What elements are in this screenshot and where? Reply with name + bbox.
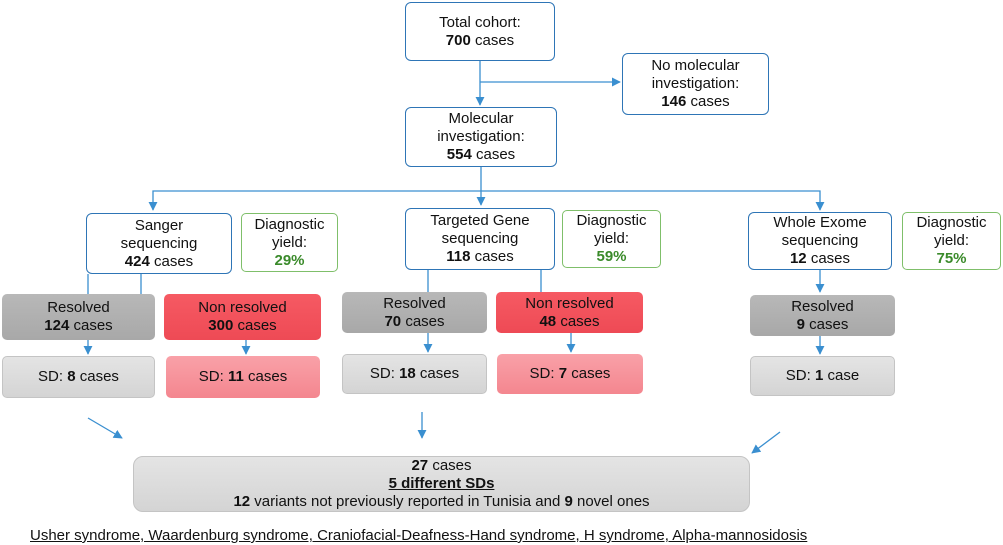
edge-left-to-summary [87,417,123,439]
summary-count: 27 [411,457,429,474]
targeted-resolved-unit: cases [401,312,445,330]
targeted-nonresolved-label: Non resolved [525,294,614,312]
targeted-sd-nonresolved-unit: cases [567,365,611,382]
sanger-unit: cases [149,252,194,270]
exome-label-1: Whole Exome [773,214,867,231]
molecular-unit: cases [471,146,516,163]
sanger-nonresolved-node: Non resolved 300 cases [164,294,321,340]
exome-yield-label-1: Diagnostic [916,214,987,231]
exome-sd-resolved-count: 1 [814,367,824,384]
exome-yield-node: Diagnostic yield: 75% [902,212,1001,270]
sanger-sd-nonresolved-unit: cases [243,368,288,385]
sanger-nonresolved-count: 300 [208,317,234,334]
no-molecular-count: 146 [661,93,687,110]
summary-novel-text: novel ones [572,493,650,510]
exome-count: 12 [789,250,807,267]
exome-resolved-label: Resolved [791,297,854,315]
no-molecular-label-2: investigation: [651,75,740,92]
summary-different-sds: 5 different SDs [388,475,495,492]
sanger-sd-resolved-prefix: SD: [38,368,68,385]
sanger-resolved-unit: cases [69,317,113,334]
exome-node: Whole Exome sequencing 12 cases [748,212,892,270]
exome-sd-resolved-unit: case [823,367,860,384]
targeted-node: Targeted Gene sequencing 118 cases [405,208,555,270]
summary-node: 27 cases 5 different SDs 12 variants not… [133,456,750,512]
targeted-nonresolved-unit: cases [556,312,600,330]
targeted-sd-resolved-unit: cases [415,365,460,382]
summary-novel-count: 9 [564,493,573,510]
sanger-node: Sanger sequencing 424 cases [86,213,232,274]
sanger-sd-resolved-node: SD: 8 cases [2,356,155,398]
exome-resolved-count: 9 [796,315,805,333]
targeted-sd-nonresolved-prefix: SD: [529,365,559,382]
molecular-node: Molecular investigation: 554 cases [405,107,557,167]
exome-resolved-node: Resolved 9 cases [750,295,895,336]
total-cohort-node: Total cohort: 700 cases [405,2,555,61]
edge-right-to-summary [751,431,781,454]
sanger-resolved-count: 124 [44,317,70,334]
molecular-label-2: investigation: [437,128,525,145]
exome-sd-resolved-prefix: SD: [785,367,815,384]
targeted-yield-node: Diagnostic yield: 59% [562,210,661,268]
targeted-yield-label-1: Diagnostic [576,212,647,229]
sanger-sd-nonresolved-count: 11 [227,368,244,385]
total-cohort-label: Total cohort: [439,13,521,31]
targeted-sd-nonresolved-node: SD: 7 cases [497,354,643,394]
exome-yield-value: 75% [936,250,967,267]
sanger-resolved-node: Resolved 124 cases [2,294,155,340]
sanger-yield-label-1: Diagnostic [254,215,325,233]
summary-unit: cases [428,457,472,474]
sanger-sd-nonresolved-prefix: SD: [198,368,228,385]
edge-branch-bar [148,190,825,211]
sanger-sd-resolved-unit: cases [75,368,119,385]
targeted-resolved-node: Resolved 70 cases [342,292,487,333]
summary-variants-text: variants not previously reported in Tuni… [250,493,565,510]
exome-sd-resolved-node: SD: 1 case [750,356,895,396]
total-cohort-count: 700 [445,31,471,49]
sanger-sd-nonresolved-node: SD: 11 cases [166,356,320,398]
targeted-unit: cases [470,248,514,265]
targeted-yield-label-2: yield: [593,230,630,247]
molecular-label-1: Molecular [448,110,514,127]
no-molecular-node: No molecular investigation: 146 cases [622,53,769,115]
sanger-sd-resolved-count: 8 [67,368,76,385]
no-molecular-unit: cases [686,93,730,110]
targeted-sd-nonresolved-count: 7 [558,365,568,382]
exome-label-2: sequencing [781,232,859,249]
sanger-yield-label-2: yield: [271,233,308,251]
sanger-yield-node: Diagnostic yield: 29% [241,213,338,272]
targeted-sd-resolved-prefix: SD: [369,365,400,382]
exome-unit: cases [806,250,851,267]
targeted-count: 118 [446,248,471,265]
targeted-sd-resolved-count: 18 [399,365,416,382]
sanger-nonresolved-unit: cases [233,317,277,334]
exome-yield-label-2: yield: [933,232,970,249]
targeted-sd-resolved-node: SD: 18 cases [342,354,487,394]
molecular-count: 554 [446,146,472,163]
no-molecular-label-1: No molecular [651,57,740,74]
targeted-nonresolved-count: 48 [539,312,557,330]
targeted-label-1: Targeted Gene [430,212,530,229]
sanger-resolved-label: Resolved [47,299,110,316]
targeted-nonresolved-node: Non resolved 48 cases [496,292,643,333]
targeted-resolved-label: Resolved [383,294,446,312]
targeted-label-2: sequencing [441,230,519,247]
targeted-resolved-count: 70 [384,312,402,330]
total-cohort-unit: cases [470,31,515,49]
footnote-syndromes: Usher syndrome, Waardenburg syndrome, Cr… [30,527,808,544]
targeted-yield-value: 59% [596,248,627,265]
sanger-count: 424 [124,252,150,270]
sanger-label-2: sequencing [120,234,198,252]
summary-variants-count: 12 [233,493,251,510]
exome-resolved-unit: cases [804,315,849,333]
sanger-nonresolved-label: Non resolved [198,299,287,316]
sanger-label-1: Sanger [134,216,184,234]
sanger-yield-value: 29% [274,251,305,269]
